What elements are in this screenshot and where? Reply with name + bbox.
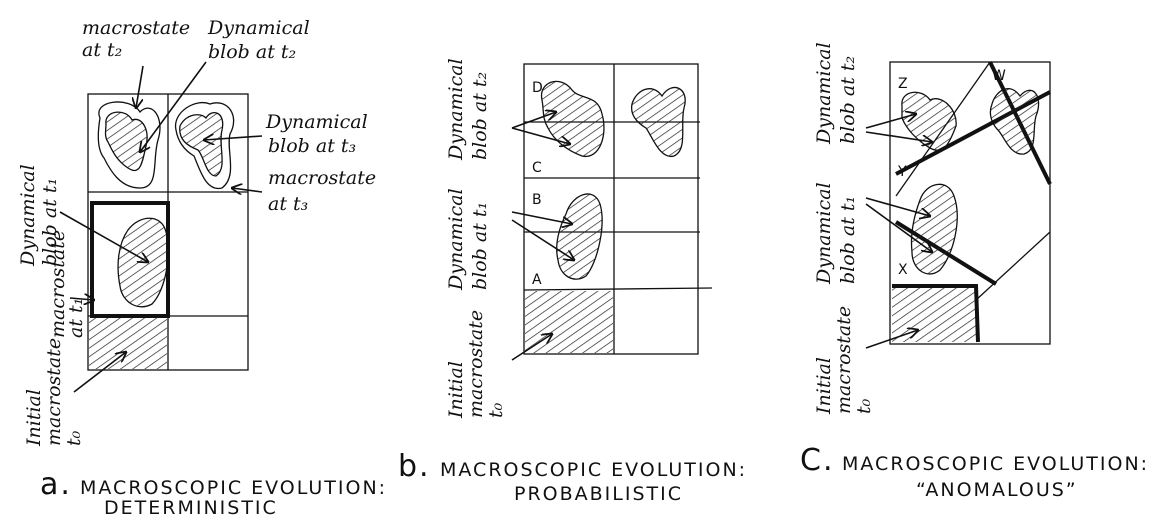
panel-a: macrostate at t₂ Dynamical blob at t₂ Dy… [17,17,394,519]
panel-c: Z W Y X Dynamical blob at t₂ Dynamical b… [800,36,1151,501]
panel-a-label-macro-t1-vertical: macrostate at t₁ [47,224,87,338]
panel-c-frame [889,61,1051,345]
panel-a-label-initial-vertical: Initial macrostate t₀ [23,332,85,447]
panel-a-arrows [59,61,263,393]
panel-c-label-initial-vertical: Initial macrostate t₀ [813,300,875,415]
panel-a-caption: a. MACROSCOPIC EVOLUTION: DETERMINISTIC [40,467,394,519]
panel-b-label-blob-t1-vertical: Dynamical blob at t₁ [445,182,491,291]
panel-c-region-label-x: X [898,262,908,278]
panel-c-region-label-w: W [992,68,1006,84]
panel-b-blob-t2-left [540,80,605,157]
panel-b-label-initial-vertical: Initial macrostate t₀ [445,304,507,419]
panel-c-initial-macrostate-border [892,284,980,343]
panel-a-label-macro-t2: macrostate at t₂ [82,17,196,61]
panel-a-label-blob-t3: Dynamical blob at t₃ [265,111,374,157]
panel-c-arrows [865,114,932,349]
panel-a-label-blob-t1-vertical: Dynamical blob at t₁ [17,158,61,267]
panel-a-label-macro-t3: macrostate at t₃ [268,167,382,215]
panel-c-caption: C. MACROSCOPIC EVOLUTION: “ANOMALOUS” [800,443,1151,501]
panel-a-outline-t3 [175,102,235,189]
panel-b-cell-label-c: C [532,160,542,176]
panel-c-blob-t2-right [989,88,1040,155]
panel-b-cell-label-d: D [532,80,543,96]
panel-b-blob-t2-right [630,86,686,157]
panel-b-blob-t1 [556,193,603,280]
panel-b-cell-label-a: A [532,272,542,288]
panel-c-region-label-z: Z [898,76,908,92]
panel-b: D C B A Dynamical blob at t₂ Dynamical b… [398,52,754,505]
panel-c-label-blob-t1-vertical: Dynamical blob at t₁ [813,176,859,285]
panel-c-label-blob-t2-vertical: Dynamical blob at t₂ [813,36,859,145]
panel-a-label-blob-t2: Dynamical blob at t₂ [207,17,316,63]
panel-a-blob-t2 [104,111,148,172]
panel-b-label-blob-t2-vertical: Dynamical blob at t₂ [445,52,491,161]
panel-c-region-label-y: Y [897,164,907,180]
panel-c-blob-t2-left [901,91,957,151]
panel-c-blob-t1 [910,183,958,275]
panel-a-initial-macrostate [89,317,167,369]
panel-b-arrows [511,112,574,361]
panel-a-blob-t1 [117,217,169,308]
panel-b-cell-label-b: B [532,192,542,208]
panel-a-blob-t3 [179,112,224,177]
panel-c-initial-macrostate [892,286,978,342]
panel-b-caption: b. MACROSCOPIC EVOLUTION: PROBABILISTIC [398,449,754,505]
